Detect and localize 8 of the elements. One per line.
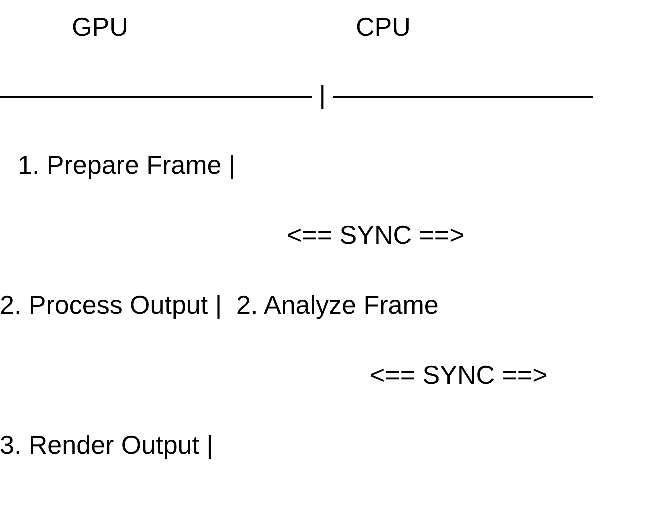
sync-marker: <== SYNC ==> <box>287 220 465 250</box>
sync-marker: <== SYNC ==> <box>370 360 548 390</box>
step-text: 2. Process Output | 2. Analyze Frame <box>0 290 439 320</box>
column-heading: GPU <box>72 12 128 42</box>
column-heading: CPU <box>356 12 411 42</box>
step-text: 3. Render Output | <box>0 430 214 460</box>
separator-line: ———————————— | —————————— <box>0 80 594 110</box>
step-text: 1. Prepare Frame | <box>18 150 236 180</box>
